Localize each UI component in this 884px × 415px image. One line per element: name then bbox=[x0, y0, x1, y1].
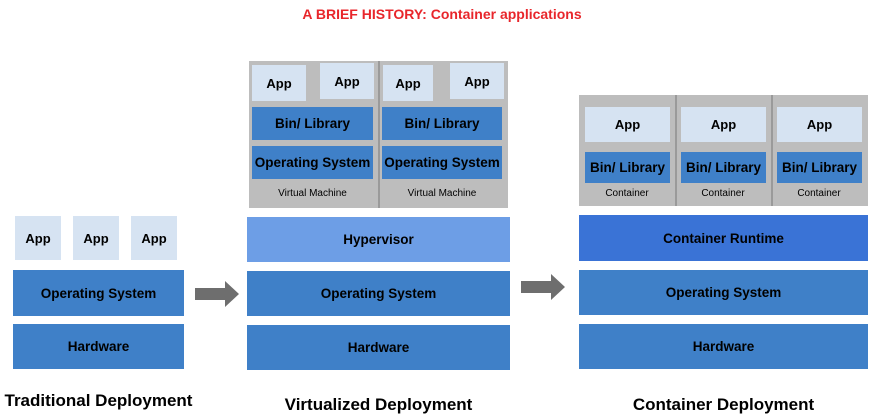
vm1-app-1: App bbox=[252, 65, 306, 101]
container-runtime-layer: Container Runtime bbox=[579, 215, 868, 261]
container-divider-1 bbox=[675, 95, 677, 206]
virtualized-os-layer: Operating System bbox=[247, 271, 510, 316]
vm2-app-2: App bbox=[450, 63, 504, 99]
vm2-label: Virtual Machine bbox=[407, 188, 477, 199]
vm1-app-2: App bbox=[320, 63, 374, 99]
container2-bin-library: Bin/ Library bbox=[681, 152, 766, 183]
traditional-app-2: App bbox=[73, 216, 119, 260]
container2-label: Container bbox=[701, 188, 745, 199]
container1-label: Container bbox=[605, 188, 649, 199]
container-os-layer: Operating System bbox=[579, 270, 868, 315]
container1-bin-library: Bin/ Library bbox=[585, 152, 670, 183]
traditional-os-layer: Operating System bbox=[13, 270, 184, 316]
container3-label: Container bbox=[797, 188, 841, 199]
vm2-bin-library: Bin/ Library bbox=[382, 107, 502, 140]
virtualized-hardware-layer: Hardware bbox=[247, 325, 510, 370]
vm2-os: Operating System bbox=[382, 146, 502, 179]
virtualized-caption: Virtualized Deployment bbox=[284, 395, 473, 414]
arrow-right-icon bbox=[521, 274, 565, 300]
vm1-label: Virtual Machine bbox=[278, 188, 347, 199]
arrow-right-icon bbox=[195, 281, 239, 307]
vm2-app-1: App bbox=[383, 65, 433, 101]
traditional-app-1: App bbox=[15, 216, 61, 260]
container2-app: App bbox=[681, 107, 766, 142]
container3-app: App bbox=[777, 107, 862, 142]
container-caption: Container Deployment bbox=[632, 395, 815, 414]
vm1-bin-library: Bin/ Library bbox=[252, 107, 373, 140]
vm1-os: Operating System bbox=[252, 146, 373, 179]
container-divider-2 bbox=[771, 95, 773, 206]
traditional-hardware-layer: Hardware bbox=[13, 324, 184, 369]
hypervisor-layer: Hypervisor bbox=[247, 217, 510, 262]
traditional-caption: Traditional Deployment bbox=[4, 391, 193, 410]
container1-app: App bbox=[585, 107, 670, 142]
container3-bin-library: Bin/ Library bbox=[777, 152, 862, 183]
container-hardware-layer: Hardware bbox=[579, 324, 868, 369]
diagram-title: A BRIEF HISTORY: Container applications bbox=[302, 6, 582, 22]
vm-divider bbox=[378, 61, 380, 208]
traditional-app-3: App bbox=[131, 216, 177, 260]
